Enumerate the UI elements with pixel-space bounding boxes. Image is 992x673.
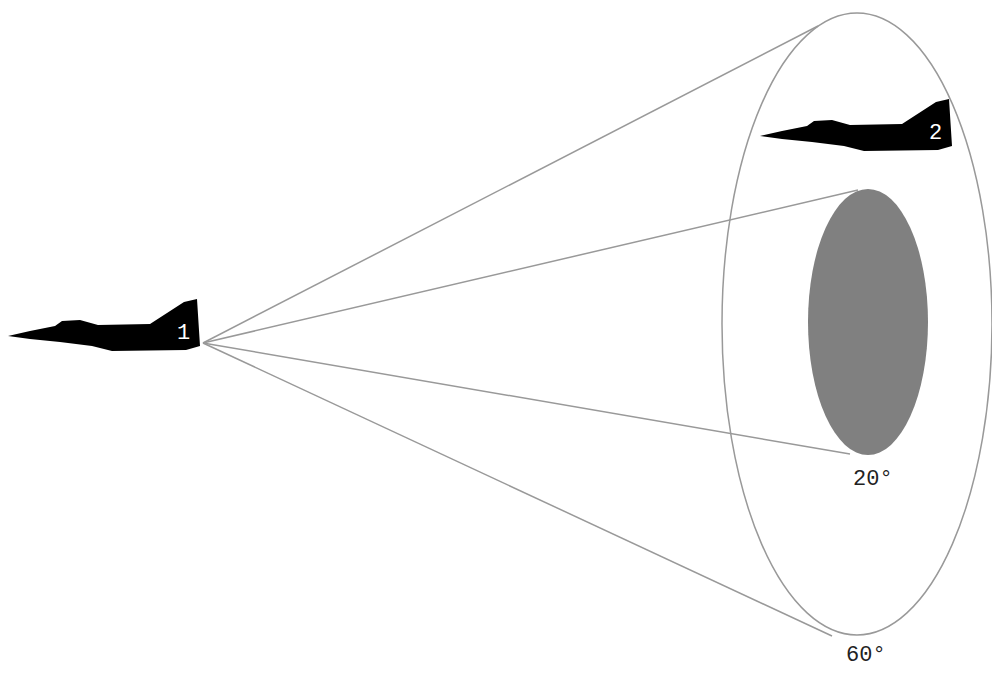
cone-edge — [203, 26, 818, 343]
angle-label: 60° — [846, 645, 886, 667]
jet-silhouette — [760, 99, 952, 151]
cone-edge — [203, 190, 858, 343]
angle-label: 20° — [853, 469, 893, 491]
cone-edge — [203, 343, 850, 454]
inner-cone-base — [808, 189, 928, 455]
jet-silhouette — [8, 299, 200, 351]
cone-base — [722, 13, 992, 635]
callout-number: 1 — [177, 323, 190, 345]
cone-edge — [203, 343, 832, 636]
callout-number: 2 — [929, 123, 942, 145]
